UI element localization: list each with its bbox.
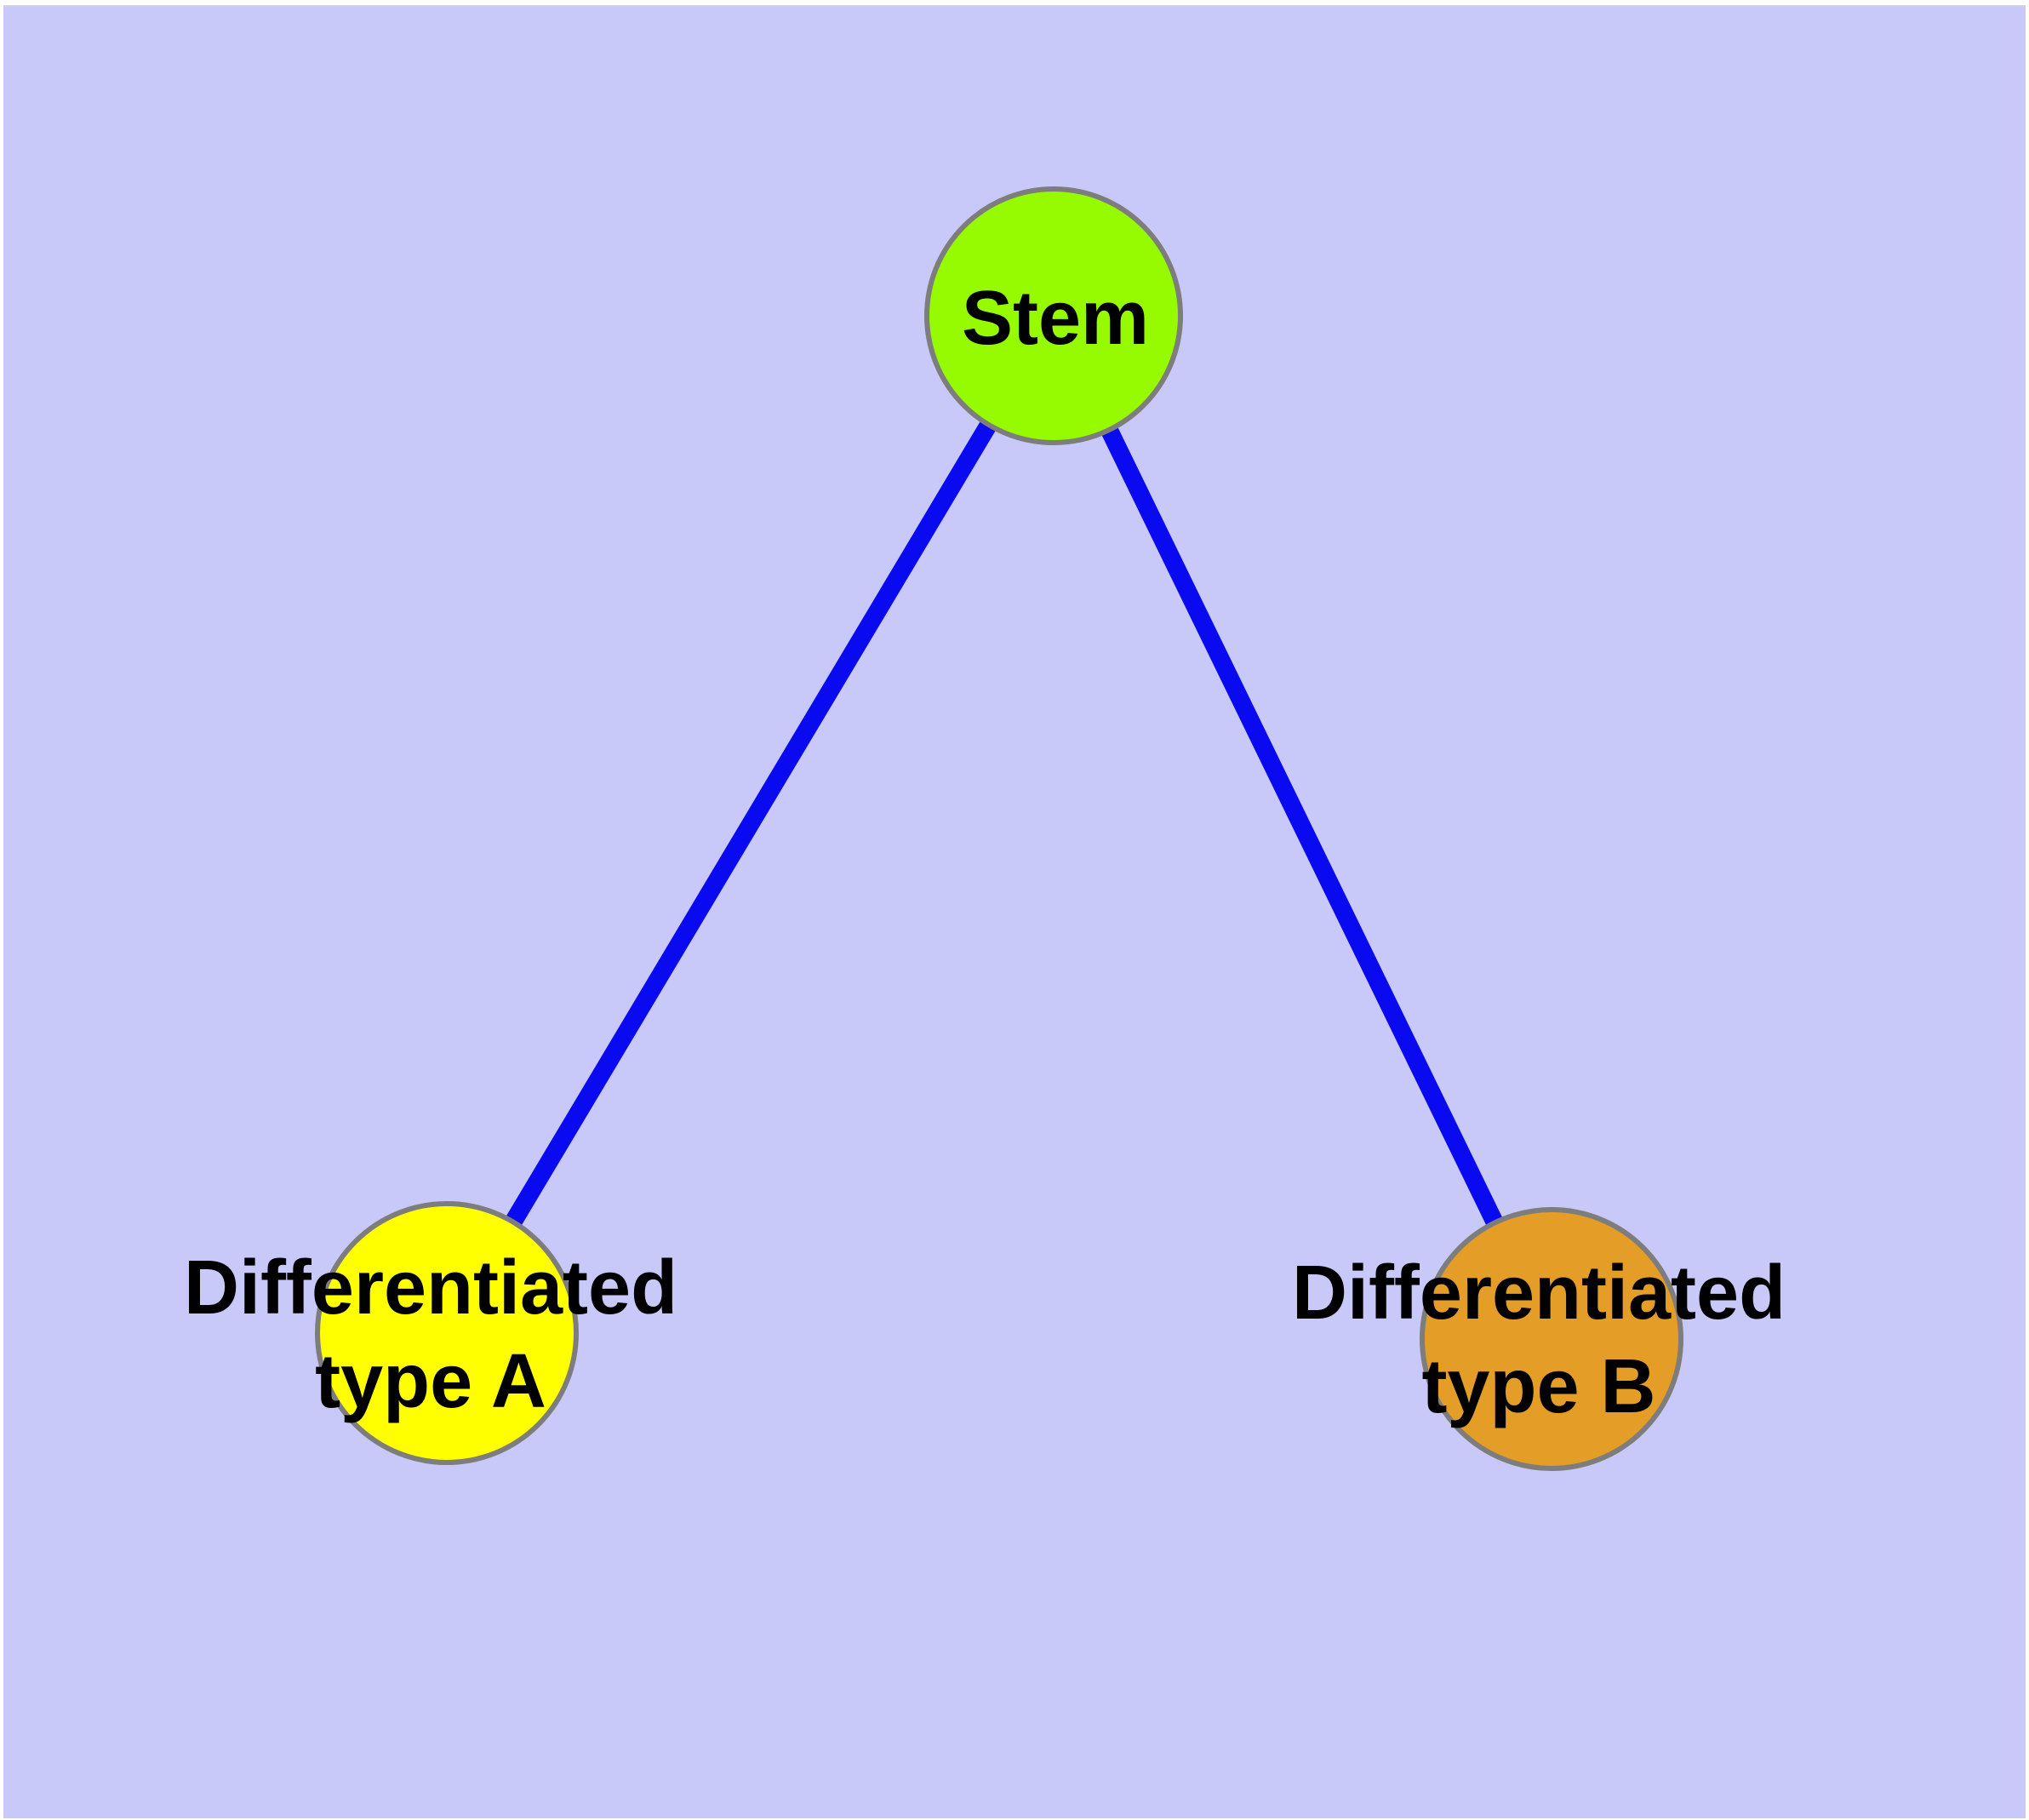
edge-stem-to-type-b xyxy=(1045,312,1560,1343)
edge-stem-to-type-a xyxy=(438,311,1062,1338)
node-differentiated-type-a[interactable] xyxy=(315,1201,579,1465)
node-stem[interactable] xyxy=(924,186,1183,445)
node-differentiated-type-b[interactable] xyxy=(1420,1207,1683,1471)
